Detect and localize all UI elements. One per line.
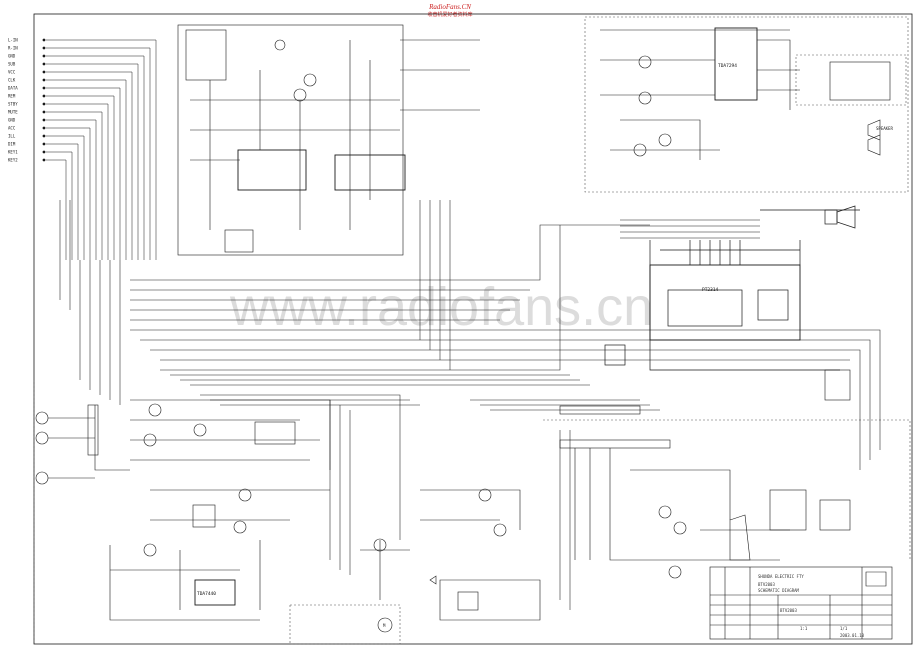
pin-label: GND	[8, 54, 16, 59]
pin-dot	[42, 158, 46, 162]
pin-dot	[42, 86, 46, 90]
pin-label: ACC	[8, 126, 16, 131]
pin-label: ILL	[8, 134, 16, 139]
processor-block	[604, 205, 860, 371]
pin-dot	[42, 38, 46, 42]
pin-dot	[42, 70, 46, 74]
title-scale: 1:1	[800, 626, 808, 631]
dashed-board-outlines	[33, 16, 911, 645]
pin-label: SUB	[8, 62, 16, 67]
pin-dot	[42, 78, 46, 82]
pin-label: GND	[8, 118, 16, 123]
pin-label: DIM	[8, 142, 16, 147]
pin-dot	[42, 126, 46, 130]
title-block	[709, 566, 893, 640]
pin-label: DATA	[8, 86, 18, 91]
top-left-circuit	[177, 24, 480, 256]
left-pin-header: L-IN R-IN GND SUB VCC CLK DATA REM STBY MUTE GND AC…	[8, 38, 157, 260]
pin-dot	[42, 118, 46, 122]
pin-label: L-IN	[8, 38, 18, 43]
middle-lower-circuit	[360, 488, 541, 633]
pin-dot	[42, 102, 46, 106]
title-model: BTV2003	[780, 608, 797, 613]
pin-label: REM	[8, 94, 16, 99]
watermark: www.radiofans.cn	[229, 277, 653, 337]
title-sheet: 1/1	[840, 626, 848, 631]
pin-label: VCC	[8, 70, 16, 75]
pin-dot	[42, 142, 46, 146]
title-date: 2003.01.10	[840, 633, 865, 638]
title-company: SHUNDA ELECTRIC FTY	[758, 574, 804, 579]
site-subtitle: 收音机爱好者资料库	[427, 12, 473, 18]
input-stage	[35, 399, 331, 621]
speaker-label: SPEAKER	[876, 126, 893, 131]
motor-label: M	[383, 623, 386, 628]
pin-dot	[42, 62, 46, 66]
site-header: RadioFans.CN 收音机爱好者资料库	[400, 3, 500, 18]
pin-dot	[42, 46, 46, 50]
right-lower-circuit	[559, 369, 851, 579]
pin-dot	[42, 150, 46, 154]
sheet-border	[33, 13, 913, 645]
pin-label: STBY	[8, 102, 18, 107]
pin-label: KEY2	[8, 158, 18, 163]
chip-tda7294: TDA7294	[718, 63, 737, 69]
pin-dot	[42, 110, 46, 114]
pin-dot	[42, 54, 46, 58]
site-name: RadioFans.CN	[429, 3, 471, 11]
chip-tda7440: TDA7440	[197, 591, 216, 597]
title-drawing: BTV2003	[758, 582, 775, 587]
title-description: SCHEMATIC DIAGRAM	[758, 588, 800, 593]
pin-label: CLK	[8, 78, 16, 83]
pin-dot	[42, 94, 46, 98]
pin-label: KEY1	[8, 150, 18, 155]
chip-pt2314: PT2314	[702, 287, 719, 293]
pin-label: R-IN	[8, 46, 18, 51]
bus-lines	[59, 200, 881, 610]
pin-label: MUTE	[8, 110, 18, 115]
top-right-amplifier	[600, 27, 891, 160]
pin-dot	[42, 134, 46, 138]
